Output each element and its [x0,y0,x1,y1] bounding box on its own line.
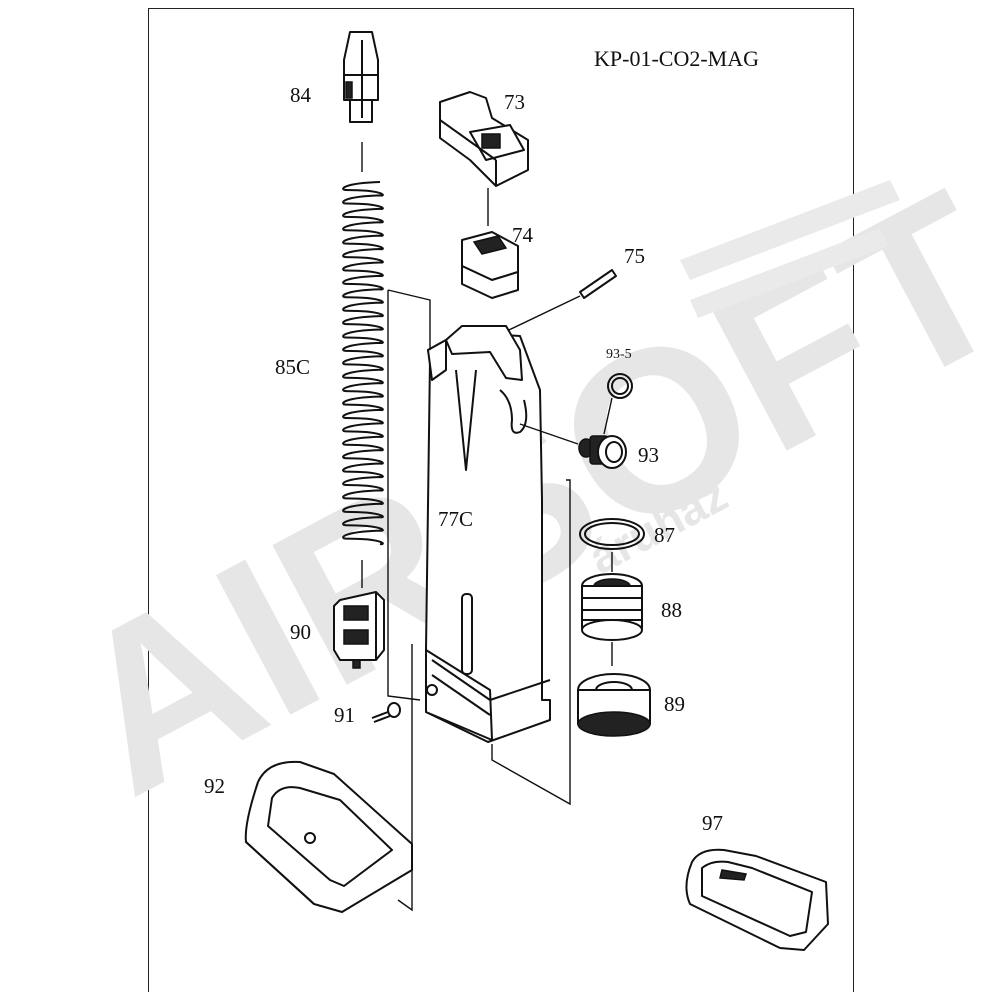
label-73: 73 [504,90,525,114]
label-92: 92 [204,774,225,798]
label-75: 75 [624,244,645,268]
diagram-frame [148,8,854,992]
part-87-o-ring [579,518,645,550]
part-93-valve [578,435,627,469]
label-88: 88 [661,598,682,622]
label-85c: 85C [275,355,310,379]
part-89-base-nut [577,673,651,737]
diagram-title: KP-01-CO2-MAG [594,46,759,71]
label-74: 74 [512,223,534,247]
part-75-pin [579,269,617,299]
label-89: 89 [664,692,685,716]
label-87: 87 [654,523,675,547]
label-93: 93 [638,443,659,467]
part-91-screw [371,702,401,723]
label-91: 91 [334,703,355,727]
label-77c: 77C [438,507,473,531]
label-84: 84 [290,83,312,107]
label-93-5: 93-5 [606,347,632,362]
part-90-follower-block [333,591,385,669]
part-85c-spring [342,181,384,546]
part-74-block [461,231,519,299]
part-88-threaded-insert [581,573,643,641]
label-90: 90 [290,620,311,644]
part-93-5-o-ring [607,373,633,399]
part-73-lip [439,91,529,187]
part-92-baseplate [244,760,413,913]
label-97: 97 [702,811,723,835]
part-97-baseplate [685,848,829,951]
watermark-stripes [680,180,900,318]
part-77c-magazine-body [425,325,551,743]
part-84-follower [343,31,379,123]
